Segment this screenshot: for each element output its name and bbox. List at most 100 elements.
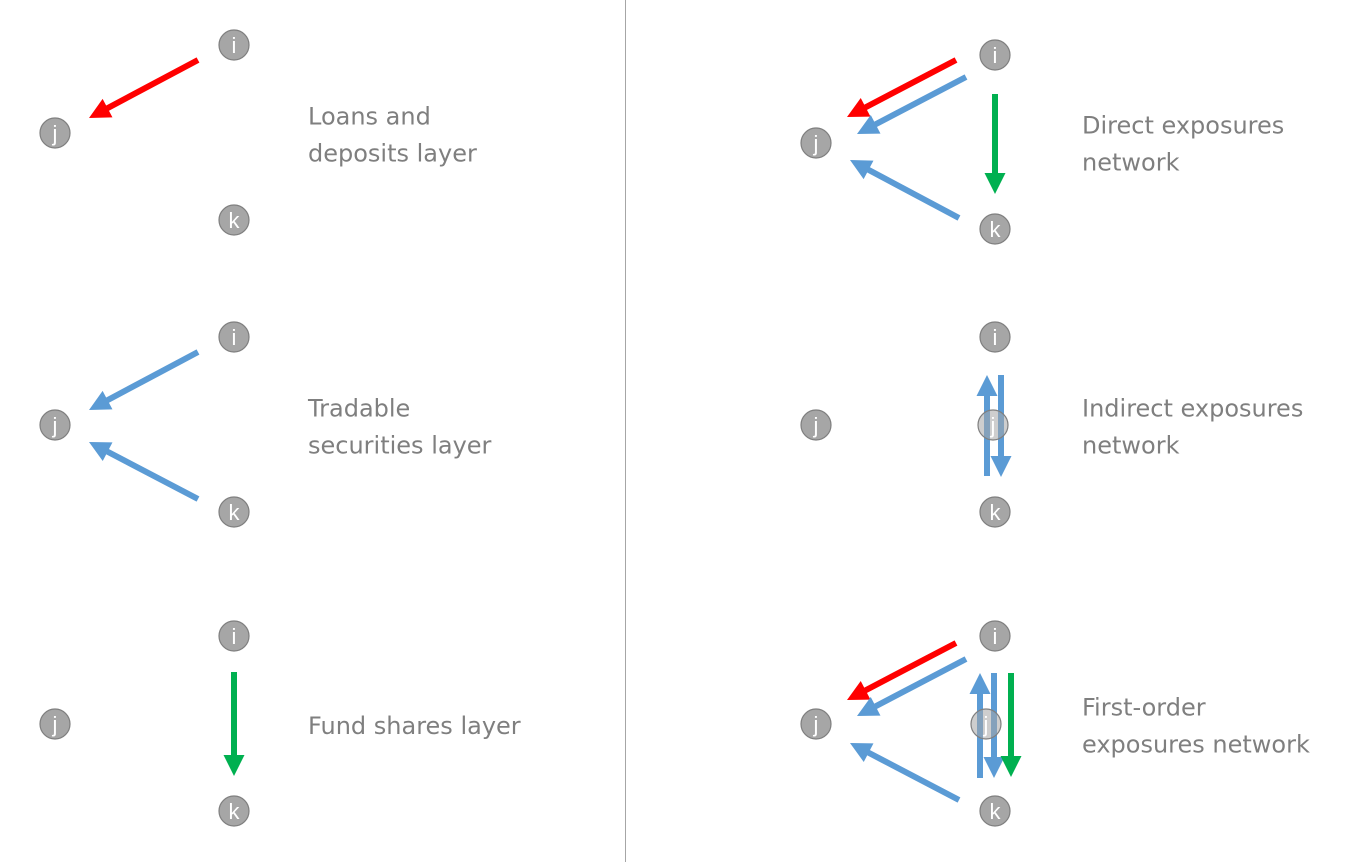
node-circle [977, 409, 1009, 441]
node-circle [979, 321, 1011, 353]
panel-label-line: First-order [1082, 694, 1206, 722]
panel-label-line: deposits layer [308, 140, 477, 168]
node-k-direct-network: k [979, 213, 1011, 245]
edge-first-order-network-k-to-i-securities-head [969, 673, 991, 694]
node-j-loans-layer: j [39, 117, 71, 149]
node-circle [979, 795, 1011, 827]
node-i-securities-layer: i [218, 321, 250, 353]
edge-first-order-network-k-to-j-securities [850, 743, 961, 803]
edge-first-order-network-i-to-j-loans [847, 640, 958, 700]
node-circle [218, 29, 250, 61]
edge-securities-layer-k-to-j-securities-shaft [105, 448, 200, 502]
edge-direct-network-k-to-j-securities-head [850, 160, 874, 180]
node-letter: i [993, 43, 998, 68]
node-letter: i [993, 325, 998, 350]
node-circle [979, 213, 1011, 245]
node-j-first-order-network-overlay: j [970, 708, 1002, 740]
edge-loans-layer-i-to-j-loans-head [89, 98, 113, 118]
panel-label-line: Direct exposures [1082, 112, 1284, 140]
node-circle [218, 496, 250, 528]
edges: jj [89, 57, 1022, 803]
node-letter: j [813, 712, 819, 737]
edge-first-order-network-i-to-j-securities-head [857, 696, 881, 716]
node-i-direct-network: i [979, 39, 1011, 71]
edge-direct-network-i-to-k-fund_shares-head [984, 173, 1006, 194]
nodes: i j k i j k i j k i j k i j k i j k [39, 29, 1011, 827]
node-circle [218, 795, 250, 827]
node-k-fund-layer: k [218, 795, 250, 827]
node-k-indirect-network: k [979, 496, 1011, 528]
edge-first-order-network-i-to-k-securities-head [983, 757, 1005, 778]
node-i-indirect-network: i [979, 321, 1011, 353]
node-i-first-order-network: i [979, 620, 1011, 652]
panel-label-indirect-network: Indirect exposures network [1082, 395, 1303, 460]
node-j-indirect-network-overlay: j [977, 409, 1009, 441]
edge-direct-network-i-to-j-securities-head [857, 114, 881, 134]
panel-label-direct-network: Direct exposures network [1082, 112, 1284, 177]
edge-indirect-network-k-to-i-securities-head [976, 375, 998, 396]
edge-securities-layer-i-to-j-securities-shaft [105, 349, 200, 404]
node-letter: k [990, 500, 1002, 525]
panel-label-securities-layer: Tradable securities layer [307, 395, 492, 460]
edge-fund-layer-i-to-k-fund_shares [223, 672, 245, 776]
node-circle [218, 204, 250, 236]
node-letter: i [232, 325, 237, 350]
node-circle [39, 409, 71, 441]
edge-direct-network-i-to-j-securities [857, 74, 968, 134]
edge-first-order-network-i-to-k-fund_shares [1000, 673, 1022, 777]
edge-loans-layer-i-to-j-loans [89, 57, 200, 118]
node-k-securities-layer: k [218, 496, 250, 528]
panel-label-line: Fund shares layer [308, 712, 521, 740]
panel-label-line: exposures network [1082, 731, 1310, 759]
node-i-loans-layer: i [218, 29, 250, 61]
panel-label-line: Tradable [307, 395, 410, 423]
edge-first-order-network-k-to-j-securities-head [850, 743, 874, 763]
edge-securities-layer-k-to-j-securities [89, 442, 200, 502]
node-circle [39, 117, 71, 149]
node-circle [979, 39, 1011, 71]
node-letter: i [232, 33, 237, 58]
edge-direct-network-i-to-j-loans [847, 57, 958, 117]
node-letter: j [52, 413, 58, 438]
edge-direct-network-i-to-k-fund_shares [984, 94, 1006, 194]
node-letter: j [52, 712, 58, 737]
edge-indirect-network-i-to-k-securities-head [990, 456, 1012, 477]
node-circle [218, 321, 250, 353]
panel-label-fund-layer: Fund shares layer [308, 712, 521, 740]
node-letter: i [232, 624, 237, 649]
edge-securities-layer-i-to-j-securities-head [89, 390, 113, 410]
edge-direct-network-k-to-j-securities-shaft [866, 166, 961, 221]
node-j-direct-network: j [800, 127, 832, 159]
node-i-fund-layer: i [218, 620, 250, 652]
edge-fund-layer-i-to-k-fund_shares-head [223, 755, 245, 776]
node-letter: j [990, 413, 996, 438]
panel-label-line: Loans and [308, 103, 431, 131]
edge-first-order-network-i-to-j-securities [857, 656, 968, 716]
node-letter: k [229, 799, 241, 824]
node-letter: j [813, 131, 819, 156]
node-circle [800, 127, 832, 159]
node-letter: k [229, 208, 241, 233]
edge-direct-network-i-to-j-securities-shaft [873, 74, 968, 128]
edge-direct-network-i-to-j-loans-head [847, 97, 871, 117]
edge-securities-layer-k-to-j-securities-head [89, 442, 113, 462]
edge-loans-layer-i-to-j-loans-shaft [105, 57, 200, 112]
panel-label-loans-layer: Loans and deposits layer [308, 103, 477, 168]
node-circle [979, 496, 1011, 528]
panel-label-line: network [1082, 149, 1180, 177]
node-j-fund-layer: j [39, 708, 71, 740]
panel-label-line: Indirect exposures [1082, 395, 1303, 423]
panel-label-line: network [1082, 432, 1180, 460]
node-j-indirect-network: j [800, 409, 832, 441]
panel-label-first-order-network: First-order exposures network [1082, 694, 1310, 759]
node-k-first-order-network: k [979, 795, 1011, 827]
node-j-securities-layer: j [39, 409, 71, 441]
node-letter: j [813, 413, 819, 438]
panel-label-line: securities layer [308, 432, 492, 460]
node-letter: k [229, 500, 241, 525]
node-circle [218, 620, 250, 652]
node-letter: j [983, 712, 989, 737]
node-k-loans-layer: k [218, 204, 250, 236]
